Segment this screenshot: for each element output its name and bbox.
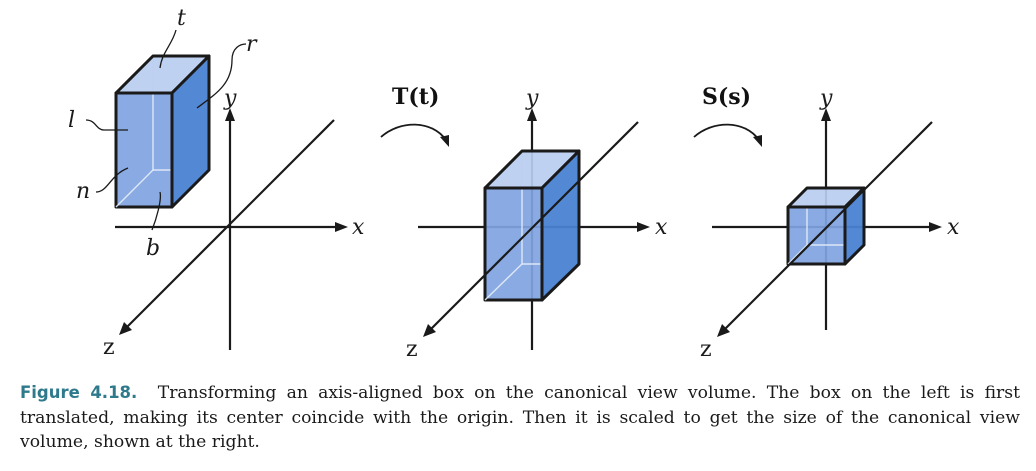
- box-front-face: [114, 91, 174, 209]
- box-side-face: [540, 149, 581, 302]
- panel-2: y x z: [406, 86, 668, 362]
- box-side-face: [843, 186, 866, 266]
- z-axis-line: [125, 119, 335, 329]
- z-axis-line: [429, 121, 639, 331]
- panel-3-z-axis: [717, 121, 933, 337]
- translate-label: T(t): [392, 84, 439, 110]
- label-near: n: [76, 179, 90, 204]
- figure-diagram: t r l n b y x z T(t): [68, 6, 960, 362]
- panel-1-box: [114, 54, 211, 209]
- box-front-face: [483, 186, 544, 302]
- leader-b: [151, 191, 162, 231]
- x-axis-arrow: [929, 222, 942, 232]
- z-axis-label: z: [700, 337, 712, 362]
- panel-3-box: [786, 186, 866, 266]
- y-axis-label: y: [525, 86, 539, 111]
- figure-caption: Figure 4.18. Transforming an axis-aligne…: [20, 381, 1020, 455]
- y-axis-label: y: [223, 86, 237, 111]
- panel-1: t r l n b y x z: [68, 6, 365, 360]
- leader-r: [196, 43, 247, 109]
- panel-1-face-labels: t r l n b: [68, 6, 258, 261]
- label-right: r: [246, 32, 258, 57]
- panel-2-box: [483, 149, 581, 302]
- scale-curve-arrow: [693, 123, 760, 141]
- z-axis-arrow: [119, 322, 132, 335]
- x-axis-arrow: [637, 222, 650, 232]
- box-side-face: [170, 54, 211, 209]
- z-axis-arrow: [423, 324, 436, 337]
- panel-2-z-axis: [423, 121, 639, 337]
- panel-1-axes: [115, 108, 348, 350]
- translate-operation: T(t): [380, 84, 449, 147]
- label-top: t: [177, 6, 186, 31]
- x-axis-label: x: [352, 215, 365, 240]
- leader-t: [159, 29, 177, 69]
- scale-label: S(s): [702, 84, 751, 110]
- y-axis-label: y: [819, 86, 833, 111]
- label-left: l: [68, 108, 75, 133]
- x-axis-label: x: [655, 215, 668, 240]
- z-axis-line: [723, 121, 933, 331]
- leader-n: [95, 167, 129, 193]
- translate-arrow-head: [440, 135, 449, 147]
- leader-l: [85, 119, 128, 131]
- caption-text: Transforming an axis-aligned box on the …: [20, 383, 1020, 452]
- label-bottom: b: [146, 236, 160, 261]
- scale-operation: S(s): [693, 84, 762, 147]
- translate-curve-arrow: [380, 123, 447, 141]
- scale-arrow-head: [753, 135, 762, 147]
- y-axis-arrow: [527, 108, 537, 121]
- panel-3: y x z: [700, 86, 960, 362]
- caption-label: Figure 4.18.: [20, 383, 138, 402]
- z-axis-label: z: [103, 335, 115, 360]
- z-axis-arrow: [717, 324, 730, 337]
- x-axis-label: x: [947, 215, 960, 240]
- x-axis-arrow: [335, 222, 348, 232]
- y-axis-arrow: [225, 108, 235, 121]
- z-axis-label: z: [406, 337, 418, 362]
- y-axis-arrow: [821, 108, 831, 121]
